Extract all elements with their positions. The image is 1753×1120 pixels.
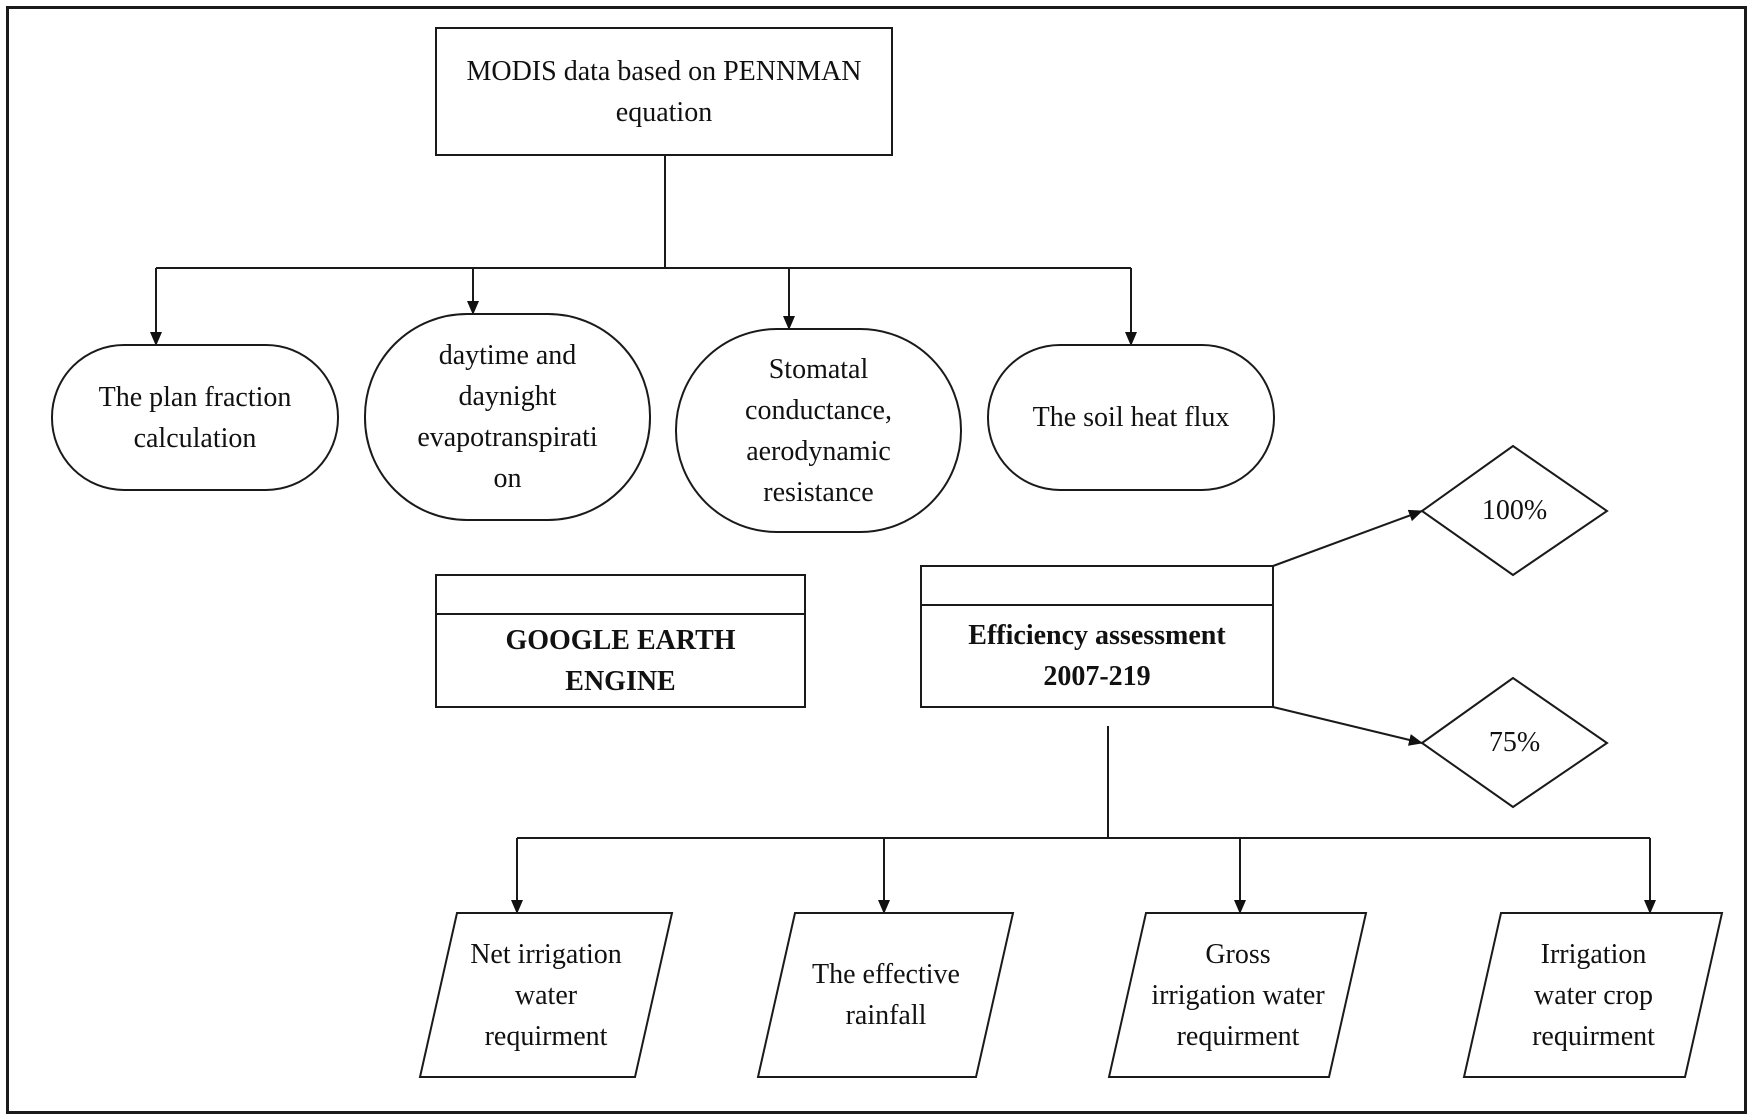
oval-evapotranspiration-label: daytime and daynight evapotranspirati on — [417, 340, 598, 494]
oval-soil-heat-label: The soil heat flux — [1032, 402, 1230, 433]
modis-box-label: MODIS data based on PENNMAN equation — [466, 55, 862, 128]
output-effective-rainfall-label: The effective rainfall — [812, 959, 960, 1031]
diamond-75-label: 75% — [1488, 727, 1541, 758]
output-gross-irrigation — [1107, 912, 1368, 1078]
oval-evapotranspiration — [364, 313, 651, 521]
output-crop-requirment — [1462, 912, 1724, 1078]
arrow-to-diamond-100 — [1272, 509, 1423, 567]
diamond-75 — [1420, 676, 1609, 809]
diamond-100 — [1420, 444, 1609, 577]
oval-stomatal — [675, 328, 962, 533]
gee-box-label: GOOGLE EARTH ENGINE — [505, 624, 736, 697]
oval-stomatal-label: Stomatal conductance, aerodynamic resist… — [745, 353, 892, 508]
output-net-irrigation — [418, 912, 674, 1078]
gee-box — [435, 574, 806, 708]
output-net-irrigation-label: Net irrigation water requirment — [470, 938, 622, 1052]
output-gross-irrigation-label: Gross irrigation water requirment — [1151, 938, 1325, 1052]
oval-soil-heat — [987, 344, 1275, 491]
diamond-100-label: 100% — [1481, 495, 1548, 526]
efficiency-box — [920, 565, 1274, 708]
efficiency-box-label: Efficiency assessment 2007-219 — [968, 620, 1226, 692]
diagram-frame — [6, 6, 1747, 1114]
oval-plan-fraction-label: The plan fraction calculation — [98, 381, 292, 454]
output-effective-rainfall — [756, 912, 1015, 1078]
output-crop-requirment-label: Irrigation water crop requirment — [1532, 938, 1655, 1052]
arrow-to-diamond-75 — [1272, 706, 1423, 746]
oval-plan-fraction — [51, 344, 339, 491]
